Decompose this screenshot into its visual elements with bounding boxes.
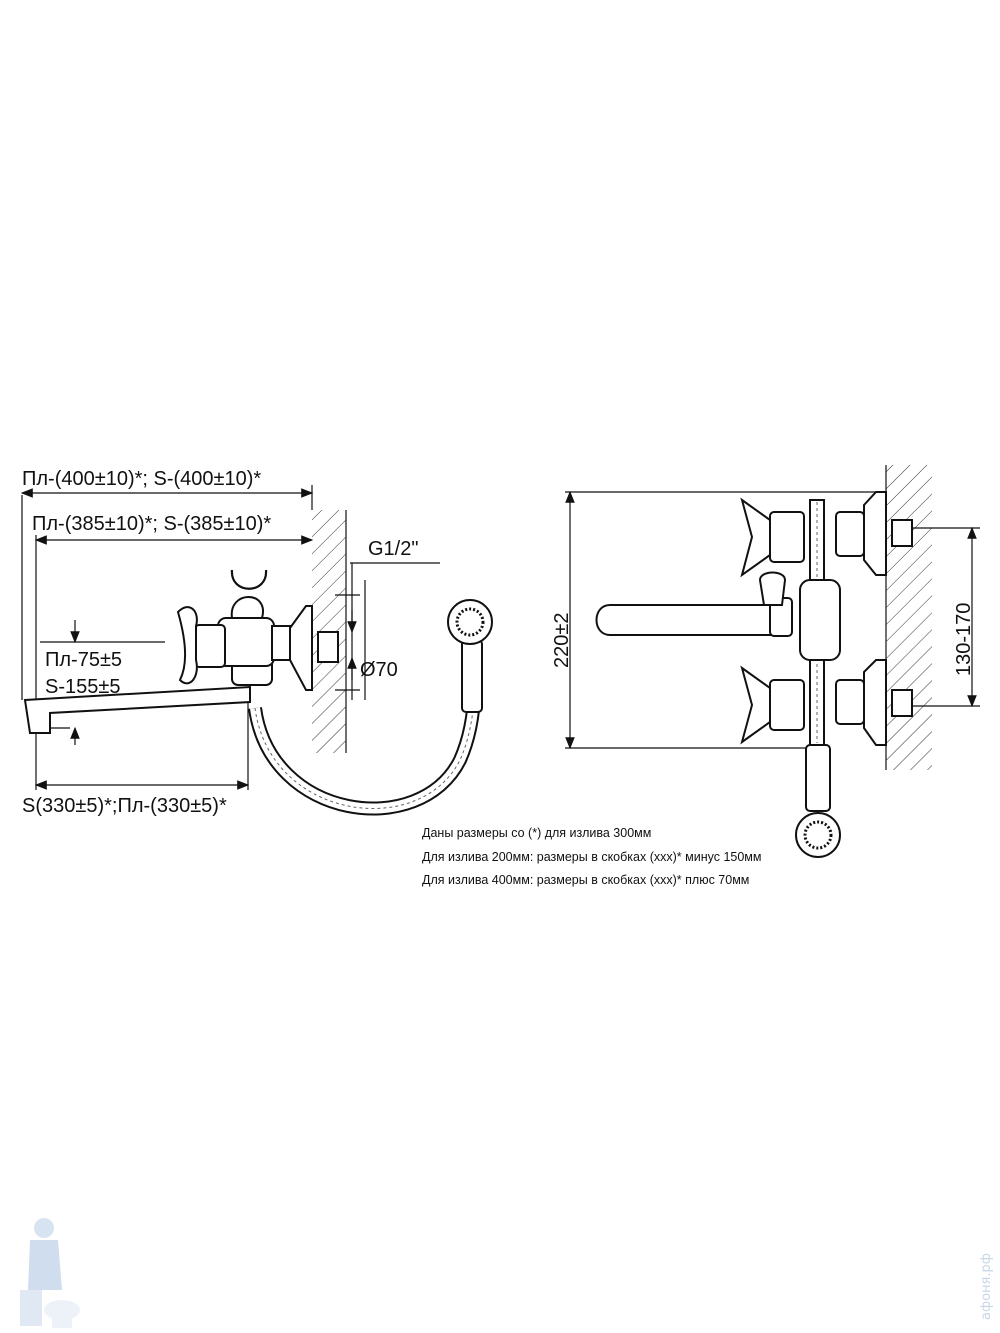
note-line-1: Даны размеры со (*) для излива 300мм xyxy=(422,826,651,840)
spacing-130-170-label: 130-170 xyxy=(953,603,975,676)
height-s-label: S-155±5 xyxy=(45,676,120,698)
watermark-url: aфоня.рф xyxy=(979,1253,994,1320)
side-view xyxy=(20,485,493,816)
dim-top-385: Пл-(385±10)*; S-(385±10)* xyxy=(32,513,271,535)
dim-top-400: Пл-(400±10)*; S-(400±10)* xyxy=(22,468,261,490)
thread-label: G1/2" xyxy=(368,538,418,560)
dim-bottom-330: S(330±5)*;Пл-(330±5)* xyxy=(22,795,227,817)
flange-diameter-label: Ø70 xyxy=(360,659,398,681)
note-line-2: Для излива 200мм: размеры в скобках (xxx… xyxy=(422,850,761,864)
wall-hatching-right xyxy=(886,465,932,770)
front-view xyxy=(565,465,980,858)
note-line-3: Для излива 400мм: размеры в скобках (xxx… xyxy=(422,873,749,887)
height-pl-label: Пл-75±5 xyxy=(45,649,122,671)
height-220-label: 220±2 xyxy=(551,613,573,668)
plumber-mascot-logo xyxy=(20,1218,80,1328)
